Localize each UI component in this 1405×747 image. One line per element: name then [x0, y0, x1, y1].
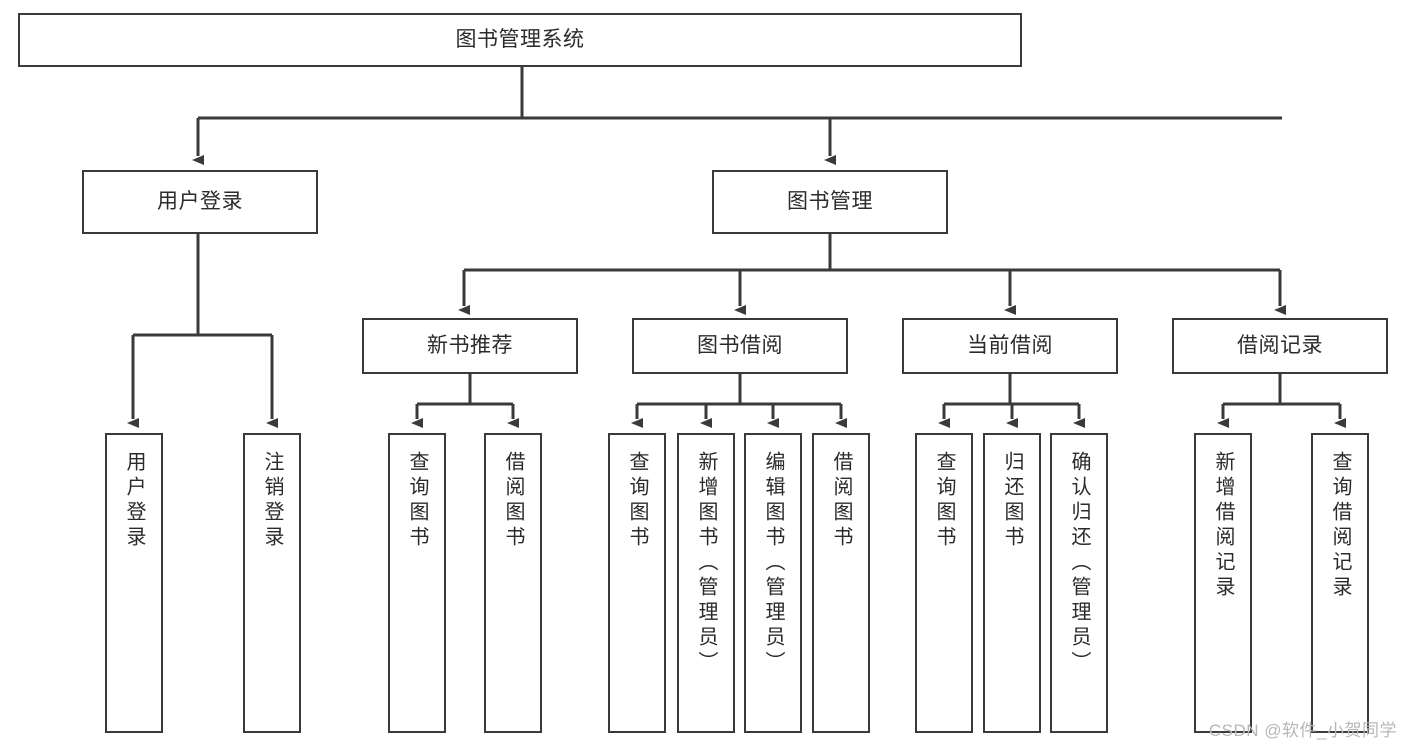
leaf-borrow-borrow-book[interactable]: 借阅图书: [812, 433, 870, 733]
node-root-system[interactable]: 图书管理系统: [18, 13, 1022, 67]
leaf-user-login-logout[interactable]: 注销登录: [243, 433, 301, 733]
node-label: 图书管理系统: [455, 27, 585, 51]
leaf-current-return-book[interactable]: 归还图书: [983, 433, 1041, 733]
leaf-recommend-query-book[interactable]: 查询图书: [388, 433, 446, 733]
node-label: 图书管理: [787, 189, 873, 213]
node-user-login[interactable]: 用户登录: [82, 170, 318, 234]
node-book-borrow[interactable]: 图书借阅: [632, 318, 848, 374]
leaf-borrow-edit-book-admin[interactable]: 编辑图书（管理员）: [744, 433, 802, 733]
node-current-borrow[interactable]: 当前借阅: [902, 318, 1118, 374]
node-label: 借阅图书: [502, 451, 524, 551]
leaf-current-confirm-return-admin[interactable]: 确认归还（管理员）: [1050, 433, 1108, 733]
node-new-book-recommend[interactable]: 新书推荐: [362, 318, 578, 374]
node-label: 注销登录: [261, 451, 283, 551]
node-label: 查询图书: [406, 451, 428, 551]
node-label: 借阅图书: [830, 451, 852, 551]
leaf-user-login-login[interactable]: 用户登录: [105, 433, 163, 733]
node-label: 图书借阅: [697, 333, 783, 357]
node-label: 借阅记录: [1237, 333, 1323, 357]
leaf-borrow-query-book[interactable]: 查询图书: [608, 433, 666, 733]
node-borrow-record[interactable]: 借阅记录: [1172, 318, 1388, 374]
watermark: CSDN @软件_小贺同学: [1208, 721, 1397, 740]
leaf-borrow-add-book-admin[interactable]: 新增图书（管理员）: [677, 433, 735, 733]
leaf-recommend-borrow-book[interactable]: 借阅图书: [484, 433, 542, 733]
leaf-record-add-record[interactable]: 新增借阅记录: [1194, 433, 1252, 733]
node-label: 查询借阅记录: [1329, 451, 1351, 601]
node-label: 查询图书: [933, 451, 955, 551]
node-label: 归还图书: [1001, 451, 1023, 551]
node-label: 当前借阅: [967, 333, 1053, 357]
node-label: 新书推荐: [427, 333, 513, 357]
node-label: 用户登录: [123, 451, 145, 551]
node-book-management[interactable]: 图书管理: [712, 170, 948, 234]
node-label: 查询图书: [626, 451, 648, 551]
leaf-record-query-record[interactable]: 查询借阅记录: [1311, 433, 1369, 733]
node-label: 确认归还（管理员）: [1068, 451, 1090, 676]
node-label: 编辑图书（管理员）: [762, 451, 784, 676]
node-label: 新增借阅记录: [1212, 451, 1234, 601]
leaf-current-query-book[interactable]: 查询图书: [915, 433, 973, 733]
node-label: 用户登录: [157, 189, 243, 213]
node-label: 新增图书（管理员）: [695, 451, 717, 676]
